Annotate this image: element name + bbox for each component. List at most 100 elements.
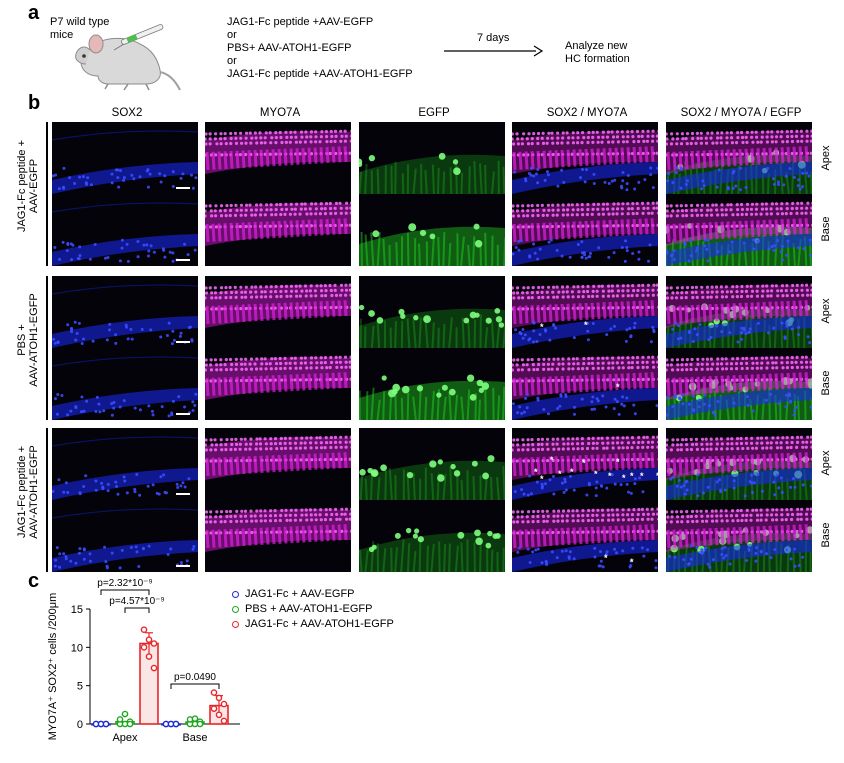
group-label-3: JAG1-Fc peptide + AAV-ATOH1-EGFP xyxy=(16,422,40,562)
data-point xyxy=(192,716,197,721)
group-label-3-line1: JAG1-Fc peptide + xyxy=(16,422,28,562)
data-point xyxy=(122,711,127,716)
col-header-merge: SOX2 / MYO7A / EGFP xyxy=(666,107,816,119)
microscopy-tile-r4-c1 xyxy=(52,348,198,420)
hc-marker-6: * xyxy=(570,468,574,477)
legend-item-1: JAG1-Fc + AAV-EGFP xyxy=(232,588,394,603)
row-label-apex-3: Apex xyxy=(820,443,832,483)
row-label-base-1: Base xyxy=(820,209,832,249)
hc-marker-10: * xyxy=(630,472,634,481)
microscopy-tile-r1-c4 xyxy=(512,122,658,194)
sig-base-label: p=0.0490 xyxy=(174,672,216,683)
microscopy-tile-r1-c1 xyxy=(52,122,198,194)
condition-or-1: or xyxy=(227,29,413,42)
microscopy-tile-r6-c5 xyxy=(666,500,812,572)
x-tick-label: Base xyxy=(182,732,207,744)
sig-apex-2-label: p=4.57*10⁻⁹ xyxy=(109,596,164,607)
hc-marker-2: * xyxy=(584,321,588,330)
data-point xyxy=(216,712,221,717)
hc-marker-1: * xyxy=(540,323,544,332)
microscopy-tile-r4-c3 xyxy=(359,348,505,420)
group-label-1-line2: AAV-EGFP xyxy=(28,116,40,256)
scale-bar xyxy=(176,187,190,189)
hc-marker-1: * xyxy=(550,456,554,465)
outcome-line1: Analyze new xyxy=(565,40,630,53)
condition-or-2: or xyxy=(227,55,413,68)
panel-letter-b: b xyxy=(28,92,40,115)
hc-marker-8: * xyxy=(608,472,612,481)
arrow-icon xyxy=(444,44,544,62)
row-label-apex-1: Apex xyxy=(820,138,832,178)
data-point xyxy=(211,690,216,695)
microscopy-tile-r5-c1 xyxy=(52,428,198,500)
hc-marker-4: * xyxy=(534,468,538,477)
data-point xyxy=(127,721,132,726)
scale-bar xyxy=(176,259,190,261)
hc-marker-2: * xyxy=(630,558,634,567)
panel-letter-c: c xyxy=(28,570,39,593)
group-bracket-1 xyxy=(46,122,48,266)
legend-marker-1 xyxy=(232,591,239,598)
group-bracket-2 xyxy=(46,276,48,420)
microscopy-tile-r3-c2 xyxy=(205,276,351,348)
microscopy-tile-r6-c1 xyxy=(52,500,198,572)
data-point xyxy=(146,654,151,659)
col-header-sox2-myo7a: SOX2 / MYO7A xyxy=(512,107,662,119)
microscopy-tile-r2-c2 xyxy=(205,194,351,266)
y-axis-label: MYO7A⁺ SOX2⁺ cells /200μm xyxy=(47,593,59,741)
hc-marker-13: * xyxy=(540,475,544,484)
hc-marker-12: * xyxy=(656,472,658,481)
data-point xyxy=(141,645,146,650)
hc-marker-1: * xyxy=(616,383,620,392)
group-label-3-line2: AAV-ATOH1-EGFP xyxy=(28,422,40,562)
microscopy-tile-r3-c4: ** xyxy=(512,276,658,348)
y-tick-label: 0 xyxy=(77,719,83,731)
col-header-egfp: EGFP xyxy=(359,107,509,119)
row-label-base-2: Base xyxy=(820,363,832,403)
microscopy-tile-r1-c5 xyxy=(666,122,812,194)
data-point xyxy=(197,721,202,726)
legend-item-2: PBS + AAV-ATOH1-EGFP xyxy=(232,603,394,618)
microscopy-tile-r3-c1 xyxy=(52,276,198,348)
panel-letter-a: a xyxy=(28,2,39,25)
data-point xyxy=(173,721,178,726)
microscopy-tile-r3-c3 xyxy=(359,276,505,348)
microscopy-tile-r4-c4: * xyxy=(512,348,658,420)
x-tick-label: Apex xyxy=(112,732,138,744)
data-point xyxy=(221,718,226,723)
microscopy-tile-r1-c3 xyxy=(359,122,505,194)
microscopy-tile-r1-c2 xyxy=(205,122,351,194)
legend-label-1: JAG1-Fc + AAV-EGFP xyxy=(245,588,355,600)
col-header-sox2: SOX2 xyxy=(52,107,202,119)
sig-base-bracket xyxy=(171,684,219,689)
data-point xyxy=(216,695,221,700)
microscopy-tile-r5-c2 xyxy=(205,428,351,500)
group-bracket-3 xyxy=(46,428,48,572)
scale-bar xyxy=(176,341,190,343)
condition-1: JAG1-Fc peptide +AAV-EGFP xyxy=(227,16,413,29)
conditions-list: JAG1-Fc peptide +AAV-EGFP or PBS+ AAV-AT… xyxy=(227,16,413,81)
microscopy-tile-r6-c3 xyxy=(359,500,505,572)
hc-marker-1: * xyxy=(604,554,608,563)
group-label-2-line2: AAV-ATOH1-EGFP xyxy=(28,270,40,410)
microscopy-tile-r2-c5 xyxy=(666,194,812,266)
group-label-1-line1: JAG1-Fc peptide + xyxy=(16,116,28,256)
scale-bar xyxy=(176,565,190,567)
sig-apex-2-bracket xyxy=(125,608,149,613)
legend-item-3: JAG1-Fc + AAV-ATOH1-EGFP xyxy=(232,618,394,633)
hc-marker-3: * xyxy=(616,458,620,467)
y-tick-label: 5 xyxy=(77,681,83,693)
legend-marker-3 xyxy=(232,621,239,628)
microscopy-tile-r6-c4: ** xyxy=(512,500,658,572)
condition-3: JAG1-Fc peptide +AAV-ATOH1-EGFP xyxy=(227,68,413,81)
data-point xyxy=(117,717,122,722)
hc-marker-11: * xyxy=(640,472,644,481)
mouse-label: P7 wild type mice xyxy=(50,16,109,42)
group-label-2-line1: PBS + xyxy=(16,270,28,410)
legend-label-3: JAG1-Fc + AAV-ATOH1-EGFP xyxy=(245,618,394,630)
legend-marker-2 xyxy=(232,606,239,613)
outcome-line2: HC formation xyxy=(565,53,630,66)
scale-bar xyxy=(176,413,190,415)
group-label-1: JAG1-Fc peptide + AAV-EGFP xyxy=(16,116,40,256)
y-tick-label: 15 xyxy=(71,604,83,616)
